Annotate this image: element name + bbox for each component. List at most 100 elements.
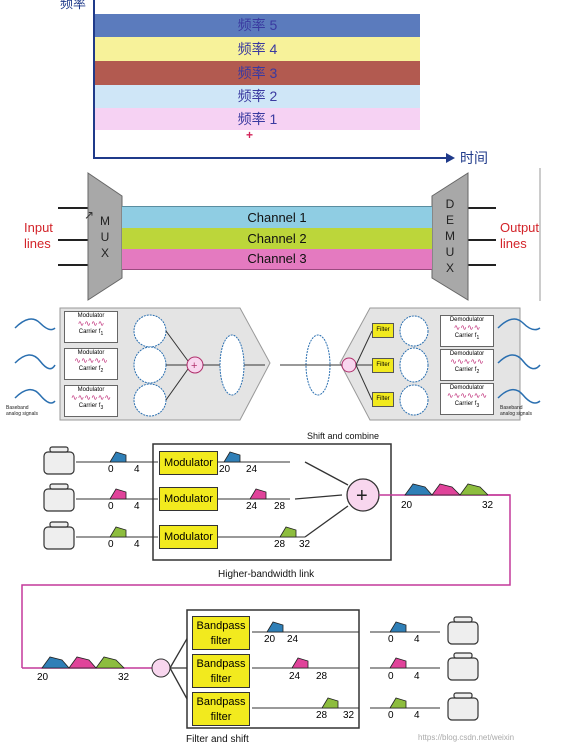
- bandpass-filter-1: Bandpass filter: [192, 616, 250, 650]
- mux-lines-svg: [58, 168, 541, 301]
- demod-wave-icon: ∿∿∿∿∿: [450, 357, 484, 366]
- mux-letter: M: [100, 214, 110, 228]
- demod-splitter: [341, 357, 357, 373]
- band-1: 频率 1: [95, 108, 420, 130]
- tick-label: 32: [482, 500, 494, 511]
- input-label-line-1: Input: [24, 220, 53, 235]
- demux-letter: E: [445, 213, 454, 227]
- output-label-line-1: Output: [500, 220, 540, 235]
- mux-demux-diagram: Input lines Output lines M U X D E M U X…: [0, 168, 563, 303]
- baseband-right-label: Baseband analog signals: [500, 405, 532, 417]
- tick-label: 0: [108, 464, 114, 475]
- bandpass-filter-2: Bandpass filter: [192, 654, 250, 688]
- tick-label: 4: [414, 671, 420, 682]
- link-caption: Higher-bandwidth link: [218, 569, 315, 580]
- demux-letter: X: [445, 261, 454, 275]
- mod-box-2: Modulator ∿∿∿∿∿ Carrier f2: [64, 348, 118, 380]
- tick-label: 24: [246, 464, 258, 475]
- filter-label-line: filter: [210, 711, 232, 723]
- demux-letters: D E M U X: [443, 196, 457, 276]
- demod-wave-icon: ∿∿∿∿: [453, 323, 481, 332]
- mod-box-3: Modulator ∿∿∿∿∿∿ Carrier f3: [64, 385, 118, 417]
- shift-combine-caption: Shift and combine: [307, 431, 380, 441]
- mod-carrier: Carrier f2: [78, 366, 104, 375]
- tick-label: 32: [343, 710, 355, 721]
- svg-text:+: +: [191, 360, 197, 372]
- tick-label: 4: [414, 634, 420, 645]
- x-axis-arrow: [446, 153, 455, 163]
- tick-label: 0: [388, 634, 394, 645]
- baseband-line: analog signals: [6, 411, 38, 417]
- band-label: 频率 1: [237, 111, 278, 127]
- channel-2-band: Channel 2: [122, 228, 432, 249]
- demod-box-2: Demodulator ∿∿∿∿∿ Carrier f2: [440, 349, 494, 381]
- band-label: 频率 2: [237, 88, 278, 104]
- demux-letter: M: [445, 229, 455, 243]
- demod-box-1: Demodulator ∿∿∿∿ Carrier f1: [440, 315, 494, 347]
- channel-label: Channel 1: [247, 210, 307, 225]
- x-axis-label: 时间: [460, 150, 488, 166]
- baseband-left-label: Baseband analog signals: [6, 405, 38, 417]
- demux-block: [431, 172, 469, 301]
- fdm-diagram: + Modulator Modulator Modulator 0 4 0 4 …: [0, 440, 563, 590]
- band-label: 频率 4: [237, 41, 278, 57]
- input-lines-label: Input lines: [24, 220, 53, 252]
- tick-label: 28: [274, 539, 286, 550]
- mod-carrier: Carrier f1: [78, 329, 104, 338]
- mux-letters: M U X: [98, 213, 112, 261]
- filter-box-2: Filter: [372, 358, 394, 373]
- mod-wave-icon: ∿∿∿∿∿: [74, 356, 108, 365]
- demux-letter: U: [445, 245, 455, 259]
- fdm-demux-diagram: Bandpass filter Bandpass filter Bandpass…: [0, 590, 563, 749]
- mod-title: Modulator: [77, 387, 105, 393]
- filter-label-line: filter: [210, 673, 232, 685]
- x-axis: [93, 157, 450, 159]
- watermark: https://blog.csdn.net/weixin: [418, 733, 515, 742]
- modulator-box-3: Modulator: [159, 525, 218, 549]
- svg-text:+: +: [356, 485, 368, 507]
- demux-splitter: [151, 658, 171, 678]
- tick-label: 32: [118, 672, 130, 683]
- tick-label: 28: [274, 501, 286, 512]
- filter-label-line: Bandpass: [196, 620, 246, 632]
- tick-label: 28: [316, 710, 328, 721]
- tick-label: 24: [289, 671, 301, 682]
- modulator-box-1: Modulator: [159, 451, 218, 475]
- demod-carrier: Carrier f3: [454, 401, 480, 410]
- baseband-line: analog signals: [500, 411, 532, 417]
- tick-label: 0: [388, 710, 394, 721]
- modulation-diagram: + Modulator ∿∿∿∿ Carrier f1 Modulator ∿∿…: [0, 303, 563, 443]
- tick-label: 4: [134, 501, 140, 512]
- demod-wave-icon: ∿∿∿∿∿∿: [446, 391, 488, 400]
- input-label-line-2: lines: [24, 236, 51, 251]
- tick-label: 20: [219, 464, 231, 475]
- demod-title: Demodulator: [449, 385, 485, 391]
- tick-label: 20: [401, 500, 413, 511]
- mod-box-1: Modulator ∿∿∿∿ Carrier f1: [64, 311, 118, 343]
- tick-label: 28: [316, 671, 328, 682]
- filter-label-line: Bandpass: [196, 658, 246, 670]
- tick-label: 0: [108, 501, 114, 512]
- channel-label: Channel 2: [247, 231, 307, 246]
- band-2: 频率 2: [95, 85, 420, 108]
- band-label: 频率 5: [237, 17, 278, 33]
- channel-3-band: Channel 3: [122, 249, 432, 270]
- y-axis-label: 频率: [60, 0, 87, 11]
- filter-shift-caption: Filter and shift: [186, 734, 249, 745]
- filter-box-3: Filter: [372, 392, 394, 407]
- mod-wave-icon: ∿∿∿∿∿∿: [70, 393, 112, 402]
- mod-title: Modulator: [77, 350, 105, 356]
- tick-label: 4: [414, 710, 420, 721]
- tick-label: 32: [299, 539, 311, 550]
- tick-label: 20: [264, 634, 276, 645]
- band-5: 频率 5: [95, 14, 420, 37]
- tick-label: 20: [37, 672, 49, 683]
- demux-svg: [21, 590, 479, 729]
- filter-label-line: Bandpass: [196, 696, 246, 708]
- filter-box-1: Filter: [372, 323, 394, 338]
- demod-title: Demodulator: [449, 351, 485, 357]
- tick-label: 0: [388, 671, 394, 682]
- tick-label: 24: [287, 634, 299, 645]
- modulator-box-2: Modulator: [159, 487, 218, 511]
- demod-carrier: Carrier f2: [454, 367, 480, 376]
